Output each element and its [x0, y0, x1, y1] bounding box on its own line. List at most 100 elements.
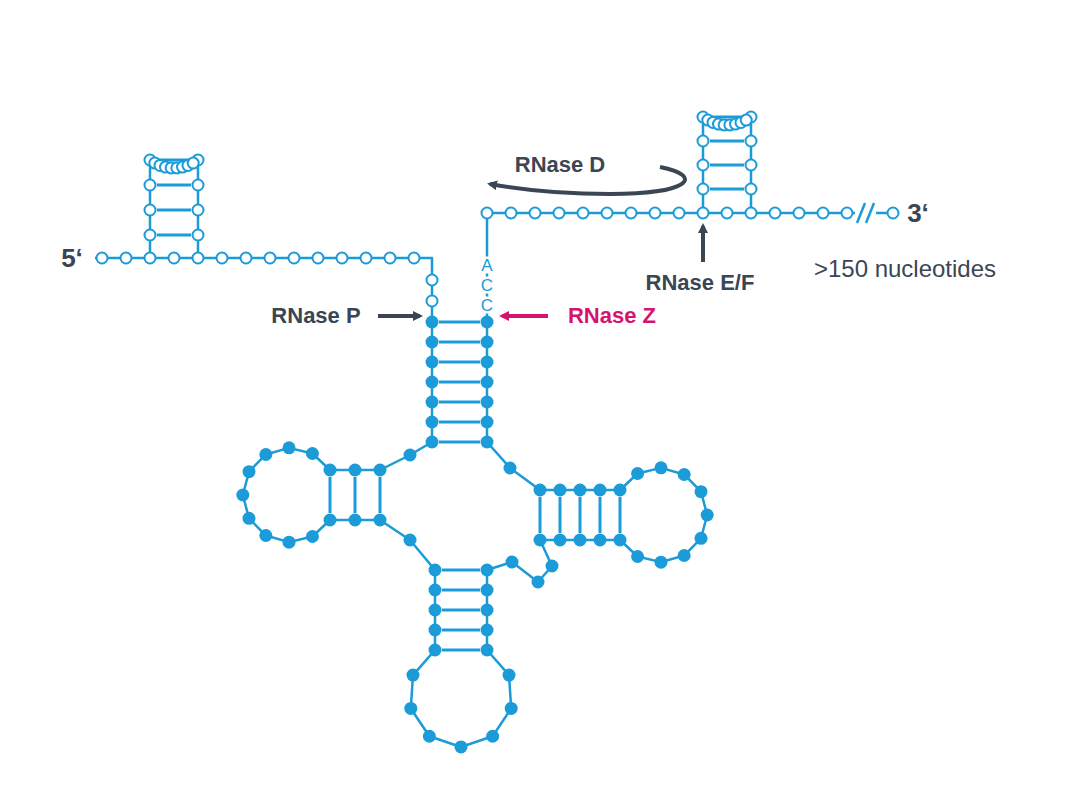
mature-nucleotide — [505, 702, 518, 715]
base-pair — [157, 184, 191, 187]
precursor-nucleotide — [578, 208, 589, 219]
end-label: 3‘ — [907, 200, 929, 226]
precursor-nucleotide — [385, 253, 396, 264]
mature-nucleotide — [426, 356, 439, 369]
mature-nucleotide — [486, 730, 499, 743]
rnase-z-arrow — [502, 314, 548, 318]
mature-nucleotide — [532, 576, 545, 589]
precursor-nucleotide — [313, 253, 324, 264]
rna-backbone — [620, 468, 707, 562]
enzyme-label: RNase D — [515, 154, 605, 176]
mature-nucleotide — [481, 644, 494, 657]
mature-nucleotide — [614, 534, 627, 547]
mature-nucleotide — [324, 514, 337, 527]
base-pair — [379, 477, 382, 513]
precursor-nucleotide — [482, 208, 493, 219]
mature-nucleotide — [404, 534, 417, 547]
mature-nucleotide — [506, 556, 519, 569]
precursor-nucleotide — [97, 253, 108, 264]
precursor-nucleotide — [193, 205, 204, 216]
precursor-nucleotide — [427, 296, 438, 307]
mature-nucleotide — [534, 534, 547, 547]
precursor-nucleotide — [169, 253, 180, 264]
base-pair — [439, 421, 480, 424]
base-pair — [157, 209, 191, 212]
base-pair — [710, 188, 744, 191]
enzyme-label: RNase E/F — [646, 272, 755, 294]
base-pair — [442, 589, 480, 592]
base-pair — [439, 401, 480, 404]
precursor-nucleotide — [698, 184, 709, 195]
precursor-nucleotide — [145, 230, 156, 241]
precursor-nucleotide — [265, 253, 276, 264]
mature-nucleotide — [426, 396, 439, 409]
mature-nucleotide — [631, 550, 644, 563]
rnase-ef-arrow — [701, 226, 705, 262]
base-pair — [439, 441, 480, 444]
mature-nucleotide — [554, 534, 567, 547]
mature-nucleotide — [481, 584, 494, 597]
precursor-nucleotide — [409, 253, 420, 264]
precursor-nucleotide — [698, 136, 709, 147]
enzyme-label: RNase Z — [568, 305, 656, 327]
mature-nucleotide — [324, 464, 337, 477]
mature-nucleotide — [481, 396, 494, 409]
cca-base: C — [480, 277, 494, 294]
precursor-nucleotide — [217, 253, 228, 264]
precursor-nucleotide — [746, 160, 757, 171]
precursor-nucleotide — [698, 160, 709, 171]
mature-nucleotide — [455, 740, 468, 753]
mature-nucleotide — [259, 529, 272, 542]
precursor-nucleotide — [188, 158, 199, 169]
base-pair — [439, 361, 480, 364]
base-pair — [710, 164, 744, 167]
mature-nucleotide — [481, 356, 494, 369]
mature-nucleotide — [306, 530, 319, 543]
break-mark — [857, 203, 865, 223]
mature-nucleotide — [695, 532, 708, 545]
base-pair — [439, 381, 480, 384]
mature-nucleotide — [481, 316, 494, 329]
length-note: >150 nucleotides — [814, 257, 996, 281]
mature-nucleotide — [594, 534, 607, 547]
base-pair — [579, 497, 582, 533]
mature-nucleotide — [614, 484, 627, 497]
precursor-nucleotide — [427, 275, 438, 286]
base-pair — [439, 341, 480, 344]
precursor-nucleotide — [650, 208, 661, 219]
mature-nucleotide — [404, 702, 417, 715]
mature-nucleotide — [242, 465, 255, 478]
mature-nucleotide — [242, 512, 255, 525]
precursor-nucleotide — [289, 253, 300, 264]
rnase-p-arrow — [378, 314, 420, 318]
enzyme-label: RNase P — [271, 305, 360, 327]
mature-nucleotide — [236, 489, 249, 502]
end-label: 5‘ — [61, 245, 83, 271]
mature-nucleotide — [481, 564, 494, 577]
mature-nucleotide — [594, 484, 607, 497]
precursor-nucleotide — [145, 205, 156, 216]
base-pair — [619, 497, 622, 533]
base-pair — [442, 649, 480, 652]
mature-nucleotide — [426, 376, 439, 389]
mature-nucleotide — [481, 624, 494, 637]
mature-nucleotide — [374, 464, 387, 477]
precursor-nucleotide — [818, 208, 829, 219]
precursor-nucleotide — [554, 208, 565, 219]
mature-nucleotide — [481, 604, 494, 617]
precursor-nucleotide — [746, 184, 757, 195]
base-pair — [329, 477, 332, 513]
mature-nucleotide — [631, 467, 644, 480]
mature-nucleotide — [259, 448, 272, 461]
base-pair — [442, 609, 480, 612]
precursor-nucleotide — [698, 208, 709, 219]
mature-nucleotide — [554, 484, 567, 497]
mature-nucleotide — [654, 556, 667, 569]
mature-nucleotide — [429, 644, 442, 657]
precursor-nucleotide — [722, 208, 733, 219]
base-pair — [354, 477, 357, 513]
cca-base: C — [480, 297, 494, 314]
rna-backbone — [487, 213, 855, 322]
